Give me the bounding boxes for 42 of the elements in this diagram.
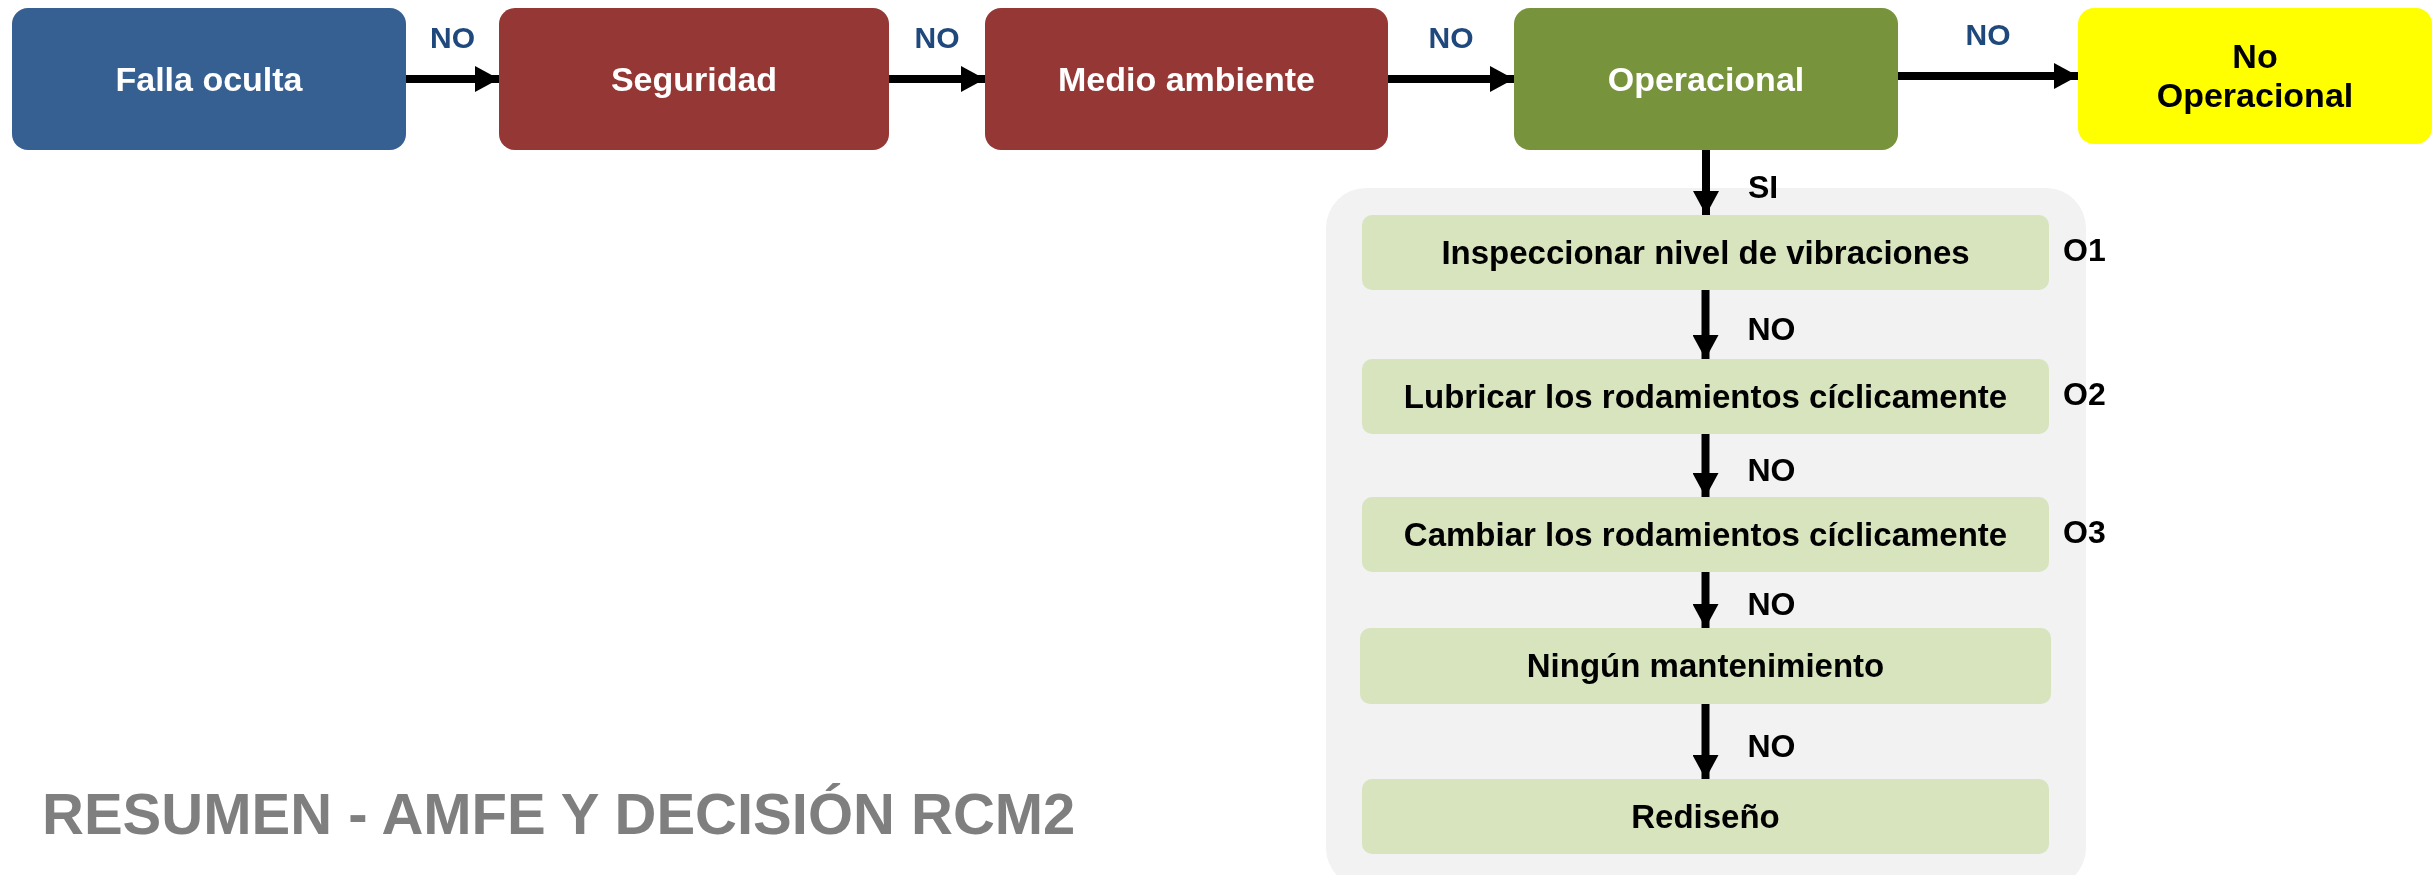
option-code: O1 xyxy=(2063,232,2106,269)
arrow xyxy=(1692,572,1719,628)
process-box xyxy=(499,8,889,150)
box-label: No Operacional xyxy=(2155,37,2355,115)
box-label: Lubricar los rodamientos cíclicamente xyxy=(1403,377,2008,416)
arrow xyxy=(889,66,985,92)
arrow xyxy=(1898,63,2078,89)
arrow xyxy=(1692,434,1719,497)
box-label: Ningún mantenimiento xyxy=(1526,647,1885,685)
edge-label: NO xyxy=(1747,586,1796,623)
decision-box xyxy=(1514,8,1898,150)
option-code: O2 xyxy=(2063,376,2106,413)
edge-label: SI xyxy=(1748,168,1779,206)
task-box xyxy=(1360,628,2051,704)
box-label: Seguridad xyxy=(610,59,778,99)
box-label: Cambiar los rodamientos cíclicamente xyxy=(1403,515,2008,554)
box-label: Operacional xyxy=(1607,59,1805,99)
task-box xyxy=(1362,359,2049,434)
edge-label: NO xyxy=(429,21,476,55)
edge-label: NO xyxy=(1747,727,1796,765)
box-label: Medio ambiente xyxy=(1058,59,1315,99)
option-code: O3 xyxy=(2063,514,2106,551)
task-box xyxy=(1362,779,2049,854)
box-label: Falla oculta xyxy=(115,59,303,99)
edge-label: NO xyxy=(1427,21,1475,55)
arrow xyxy=(1692,290,1719,359)
task-box xyxy=(1362,215,2049,290)
arrow xyxy=(1388,66,1514,92)
edge-label: NO xyxy=(1747,451,1796,489)
box-label: Inspeccionar nivel de vibraciones xyxy=(1441,233,1970,272)
edge-label: NO xyxy=(1964,18,2012,52)
arrow xyxy=(1693,150,1719,215)
edge-label: NO xyxy=(1747,310,1796,348)
arrow xyxy=(1692,704,1719,779)
edge-label: NO xyxy=(913,21,961,55)
process-box xyxy=(12,8,406,150)
slide-title: RESUMEN - AMFE Y DECISIÓN RCM2 xyxy=(42,780,1076,847)
process-box xyxy=(985,8,1388,150)
arrow xyxy=(406,66,499,92)
result-box xyxy=(2078,8,2432,144)
box-label: Rediseño xyxy=(1631,797,1780,836)
task-box xyxy=(1362,497,2049,572)
